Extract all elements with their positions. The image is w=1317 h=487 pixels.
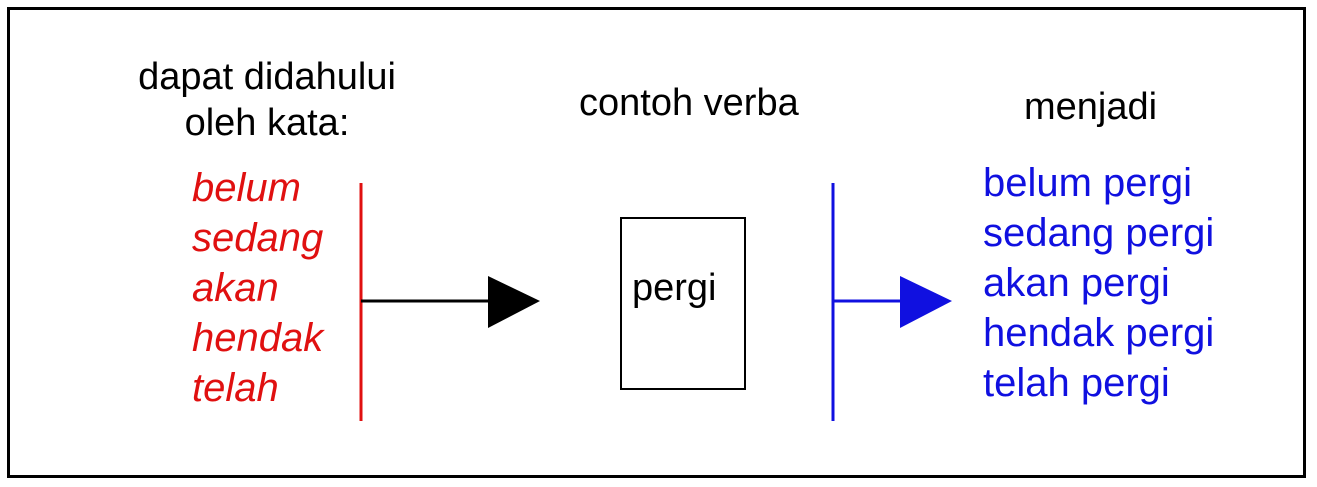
result-phrase: telah pergi xyxy=(983,361,1170,405)
result-phrase: akan pergi xyxy=(983,261,1170,305)
verb-text: pergi xyxy=(632,267,717,309)
result-phrase: sedang pergi xyxy=(983,211,1215,255)
diagram-frame xyxy=(7,7,1306,478)
right-arrow-head xyxy=(900,276,952,328)
result-phrase: belum pergi xyxy=(983,161,1193,205)
result-phrase: hendak pergi xyxy=(983,311,1215,355)
result-phrases-list: belum pergi sedang pergi akan pergi hend… xyxy=(983,158,1214,408)
left-heading: dapat didahului oleh kata: xyxy=(132,54,402,146)
preceding-words-list: belum sedang akan hendak telah xyxy=(192,163,323,413)
left-heading-line2: oleh kata: xyxy=(184,102,350,144)
preceding-word: belum xyxy=(192,166,301,210)
left-arrow-head xyxy=(488,276,540,328)
preceding-word: hendak xyxy=(192,316,324,360)
verb-box: pergi xyxy=(620,217,746,390)
middle-heading: contoh verba xyxy=(579,82,799,124)
preceding-word: sedang xyxy=(192,216,324,260)
right-heading: menjadi xyxy=(1024,86,1158,128)
preceding-word: telah xyxy=(192,366,279,410)
left-heading-line1: dapat didahului xyxy=(138,56,396,98)
preceding-word: akan xyxy=(192,266,279,310)
